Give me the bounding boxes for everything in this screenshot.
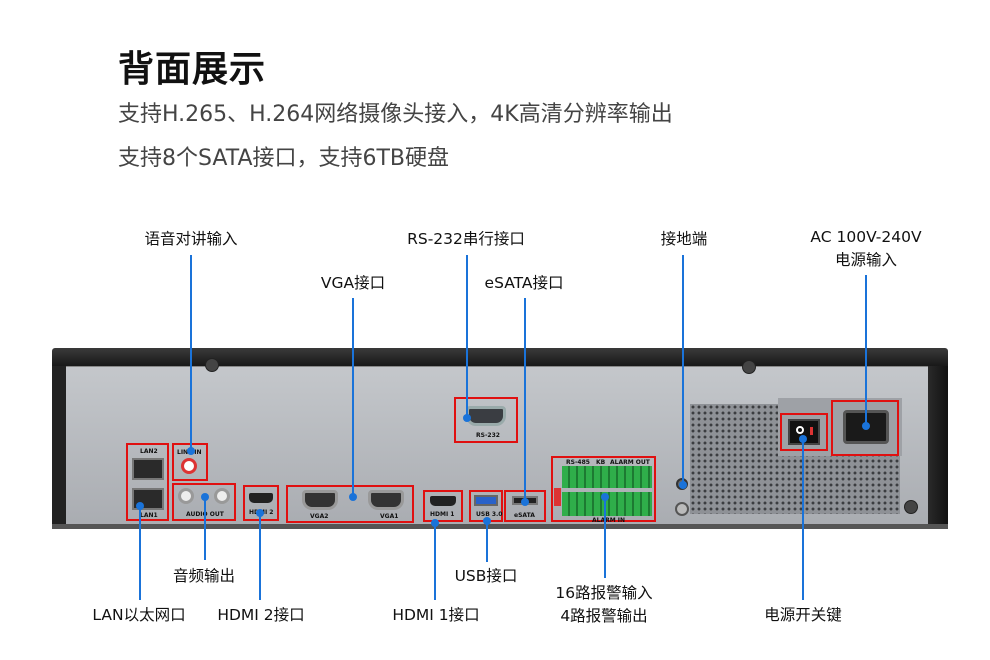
callout-dot xyxy=(349,493,357,501)
callout-line-rs232 xyxy=(466,255,468,417)
hdmi2-box xyxy=(243,485,279,521)
rs232-box xyxy=(454,397,518,443)
power-switch-box xyxy=(780,413,828,451)
lan1-label: LAN1 xyxy=(140,512,158,519)
screw-icon xyxy=(205,358,219,372)
kb-label: KB xyxy=(596,459,606,466)
callout-line-power-switch xyxy=(802,438,804,600)
vga2-port[interactable] xyxy=(302,490,338,510)
chassis-left-side xyxy=(52,366,66,526)
alarm-in-label: ALARM IN xyxy=(592,517,626,524)
rs232-port[interactable] xyxy=(466,406,506,426)
screw-icon xyxy=(904,500,918,514)
lan2-port[interactable] xyxy=(132,458,164,480)
feature-line-1: 支持H.265、H.264网络摄像头接入，4K高清分辨率输出 xyxy=(118,102,673,127)
callout-dot xyxy=(256,509,264,517)
callout-rs232: RS-232串行接口 xyxy=(407,230,525,248)
callout-alarm-input: 16路报警输入 xyxy=(555,584,653,602)
hdmi1-label: HDMI 1 xyxy=(430,511,455,518)
alarm-terminal-box xyxy=(551,456,656,522)
hdmi1-box xyxy=(423,490,463,522)
callout-line-ac xyxy=(865,275,867,425)
usb-label: USB 3.0 xyxy=(476,511,503,518)
vga-box xyxy=(286,485,414,523)
screw-icon xyxy=(742,360,756,374)
callout-audio-out: 音频输出 xyxy=(172,567,236,585)
callout-line-usb xyxy=(486,520,488,562)
callout-audio-in: 语音对讲输入 xyxy=(144,230,238,248)
callout-dot xyxy=(483,517,491,525)
callout-dot xyxy=(601,493,609,501)
callout-dot xyxy=(521,498,529,506)
callout-line-hdmi1 xyxy=(434,522,436,600)
line-in-jack[interactable] xyxy=(181,458,197,474)
callout-dot xyxy=(679,481,687,489)
lan2-label: LAN2 xyxy=(140,448,158,455)
audio-out-jack-right[interactable] xyxy=(214,488,230,504)
feature-line-2: 支持8个SATA接口，支持6TB硬盘 xyxy=(118,146,450,171)
hdmi2-port[interactable] xyxy=(249,493,273,503)
vga2-label: VGA2 xyxy=(310,513,329,520)
callout-dot xyxy=(463,414,471,422)
callout-line-ground xyxy=(682,255,684,484)
chassis-top xyxy=(52,348,948,370)
callout-alarm-output: 4路报警输出 xyxy=(560,607,648,625)
callout-ac-voltage: AC 100V-240V xyxy=(810,228,922,246)
callout-line-audio-out xyxy=(204,496,206,560)
chassis-bottom xyxy=(52,524,948,529)
callout-line-audio-in xyxy=(190,255,192,450)
callout-usb: USB接口 xyxy=(454,567,518,585)
callout-hdmi1: HDMI 1接口 xyxy=(392,606,480,624)
callout-ground: 接地端 xyxy=(660,230,708,248)
callout-ac-power-input: 电源输入 xyxy=(834,251,898,269)
rs232-label: RS-232 xyxy=(476,432,500,439)
vga1-port[interactable] xyxy=(368,490,404,510)
callout-dot xyxy=(431,519,439,527)
chassis-right-side xyxy=(928,366,948,528)
callout-dot xyxy=(187,447,195,455)
callout-line-alarm xyxy=(604,496,606,578)
hdmi1-port[interactable] xyxy=(430,496,456,506)
vga1-label: VGA1 xyxy=(380,513,399,520)
callout-dot xyxy=(799,435,807,443)
callout-lan: LAN以太网口 xyxy=(92,606,186,624)
callout-esata: eSATA接口 xyxy=(484,274,564,292)
callout-hdmi2: HDMI 2接口 xyxy=(217,606,305,624)
lan-ports-box xyxy=(126,443,169,521)
esata-label: eSATA xyxy=(514,512,535,519)
alarm-out-label: ALARM OUT xyxy=(610,459,650,466)
page-title: 背面展示 xyxy=(118,49,267,90)
alarm-terminal-top-row[interactable] xyxy=(562,466,652,488)
power-switch-bar-icon xyxy=(810,427,813,435)
ground-screw-icon xyxy=(675,502,689,516)
callout-line-vga xyxy=(352,298,354,496)
callout-power-switch: 电源开关键 xyxy=(764,606,842,624)
dip-switch[interactable] xyxy=(554,488,561,506)
usb-port[interactable] xyxy=(474,495,498,506)
callout-line-esata xyxy=(524,298,526,501)
audio-out-jack-left[interactable] xyxy=(178,488,194,504)
rs485-label: RS-485 xyxy=(566,459,590,466)
callout-dot xyxy=(201,493,209,501)
callout-vga: VGA接口 xyxy=(320,274,386,292)
callout-line-hdmi2 xyxy=(259,512,261,600)
power-switch-indicator-icon xyxy=(796,426,804,434)
callout-dot xyxy=(136,502,144,510)
callout-dot xyxy=(862,422,870,430)
callout-line-lan xyxy=(139,505,141,600)
